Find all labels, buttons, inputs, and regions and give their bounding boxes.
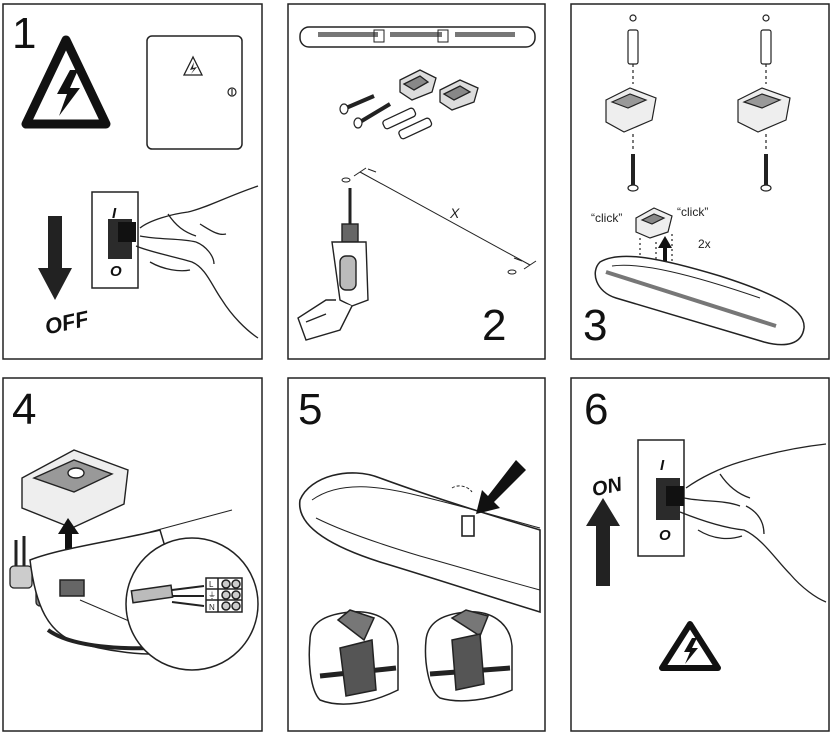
mounting-clip-icon [399, 69, 437, 101]
step-number: 2 [482, 301, 506, 350]
click-label-right: “click” [677, 205, 708, 219]
electrical-cabinet-icon [146, 35, 243, 150]
terminal-mark-live: L [209, 580, 214, 589]
step-number: 4 [12, 385, 36, 434]
clip-open-detail [424, 609, 513, 702]
luminaire-closeup [299, 472, 541, 614]
press-arrow-icon [476, 460, 526, 514]
panel-step-5: 5 [287, 377, 546, 732]
luminaire-top-view [299, 26, 536, 48]
step-number: 6 [584, 385, 608, 434]
left-mounting-assembly [605, 14, 657, 192]
on-label: ON [590, 473, 624, 501]
panel-frame [2, 3, 263, 360]
terminal-mark-earth: ⏚ [208, 591, 216, 600]
panel-step-1: 1 I O [2, 3, 263, 360]
up-arrow-icon [658, 236, 672, 262]
clip-closed-detail [308, 609, 399, 705]
switch-on-mark: I [660, 457, 665, 474]
high-voltage-warning-icon [21, 35, 111, 129]
panel-step-4: 4 [2, 377, 263, 732]
switch-off-mark: O [110, 263, 122, 280]
drill-icon [297, 188, 369, 341]
wall-plug-icon [382, 107, 433, 140]
wall-switch-off-icon: I O [91, 191, 139, 289]
distance-dimension [353, 167, 537, 270]
right-mounting-assembly [737, 14, 791, 192]
terminal-mark-neutral: N [209, 603, 215, 612]
screw-icon [339, 94, 375, 115]
down-arrow-icon [38, 216, 72, 300]
switch-off-mark: O [659, 527, 671, 544]
terminal-zoom-circle [79, 509, 259, 671]
screw-icon [353, 102, 392, 129]
clip-snap-icon [635, 207, 673, 276]
luminaire-perspective [594, 255, 805, 346]
multiplier-label: 2x [698, 237, 711, 251]
panel-step-3: “click” “click” 2x 3 [570, 3, 830, 360]
off-label: OFF [43, 306, 92, 340]
hand-pressing-icon [135, 185, 259, 339]
switch-on-mark: I [112, 205, 117, 222]
panel-frame [570, 3, 830, 360]
high-voltage-warning-icon [659, 621, 721, 671]
panel-frame [287, 3, 546, 360]
panel-frame [2, 377, 263, 732]
mounting-clip-icon [21, 449, 129, 529]
hand-pressing-icon [679, 443, 827, 603]
step-number: 3 [583, 301, 607, 350]
drill-hole-mark [341, 177, 517, 275]
panel-step-2: X 2 [287, 3, 546, 360]
wall-switch-on-icon: I O [637, 439, 685, 557]
up-arrow-icon [586, 498, 620, 586]
panel-step-6: 6 ON I O [570, 377, 830, 732]
step-number: 1 [12, 9, 36, 58]
mounting-clip-icon [439, 79, 479, 111]
distance-label: X [449, 205, 460, 221]
click-label-left: “click” [591, 211, 622, 225]
panel-frame [287, 377, 546, 732]
panel-frame [570, 377, 830, 732]
step-number: 5 [298, 385, 322, 434]
up-arrow-icon [58, 518, 79, 558]
